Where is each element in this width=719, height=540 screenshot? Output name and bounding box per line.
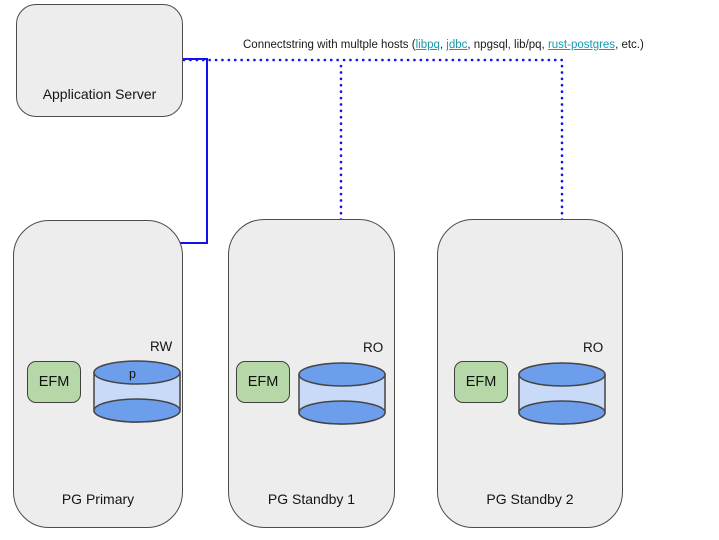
efm-box: EFM bbox=[236, 361, 290, 403]
rust-postgres-link[interactable]: rust-postgres bbox=[547, 39, 616, 51]
node-application-server: Application Server bbox=[16, 4, 183, 117]
efm-label: EFM bbox=[38, 374, 70, 390]
efm-box: EFM bbox=[454, 361, 508, 403]
connectstring-text: , npgsql, lib/pq, bbox=[467, 39, 548, 51]
database-cylinder-icon bbox=[93, 360, 181, 423]
pg-primary-label: PG Primary bbox=[61, 491, 135, 507]
rw-access-label: RW bbox=[150, 339, 173, 354]
database-cylinder-icon bbox=[518, 362, 606, 425]
application-server-label: Application Server bbox=[42, 86, 157, 102]
connectstring-text: Connectstring with multple hosts ( bbox=[243, 39, 416, 51]
node-pg-primary: EFM p RW PG Primary bbox=[13, 220, 183, 528]
connectstring-text: , bbox=[439, 39, 447, 51]
connectstring-text: , etc.) bbox=[615, 39, 644, 51]
ro-access-label: RO bbox=[363, 340, 384, 355]
primary-db-letter: p bbox=[129, 367, 136, 381]
ro-access-label: RO bbox=[583, 340, 604, 355]
node-pg-standby-1: EFM RO PG Standby 1 bbox=[228, 219, 395, 528]
efm-box: EFM bbox=[27, 361, 81, 403]
libpq-link[interactable]: libpq bbox=[415, 39, 440, 51]
connectstring-note: Connectstring with multple hosts (libpq,… bbox=[243, 39, 644, 51]
efm-label: EFM bbox=[465, 374, 497, 390]
pg-standby-2-label: PG Standby 2 bbox=[486, 491, 574, 507]
jdbc-link[interactable]: jdbc bbox=[446, 39, 468, 51]
database-cylinder-icon bbox=[298, 362, 386, 425]
pg-standby-1-label: PG Standby 1 bbox=[267, 491, 356, 507]
efm-label: EFM bbox=[247, 374, 279, 390]
node-pg-standby-2: EFM RO PG Standby 2 bbox=[437, 219, 623, 528]
